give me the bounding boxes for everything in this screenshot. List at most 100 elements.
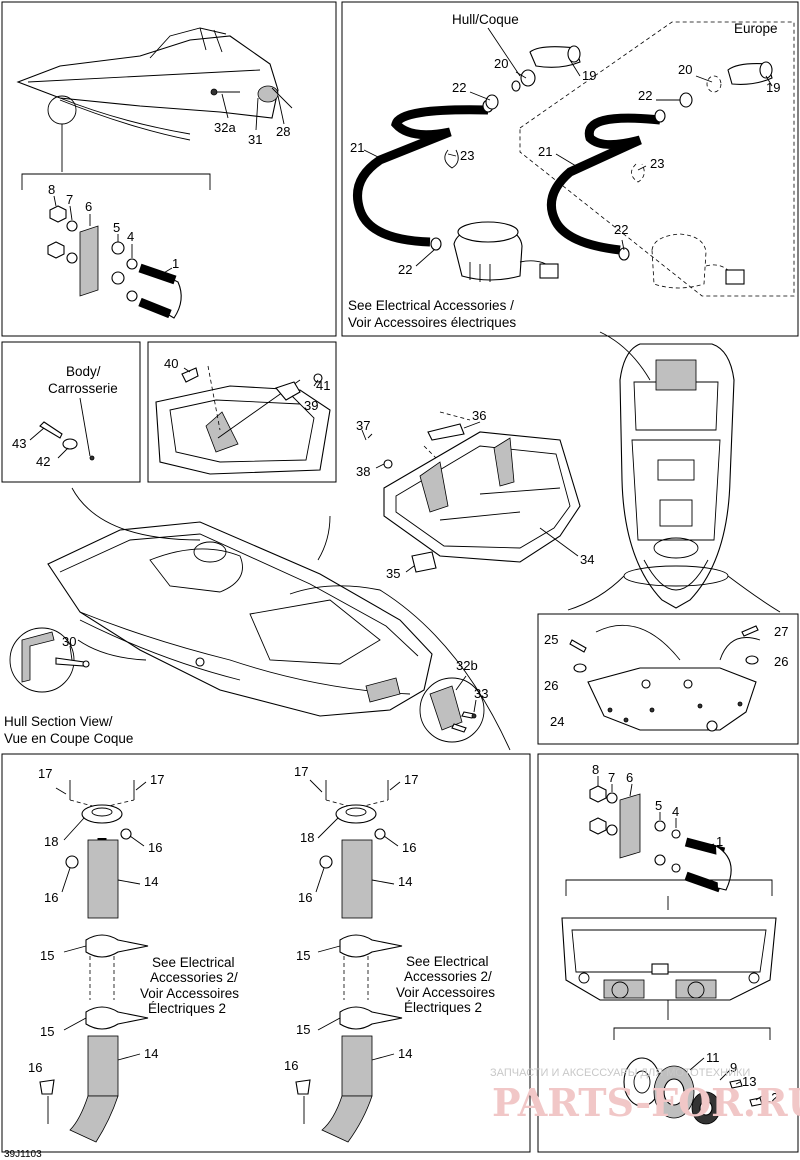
seat-base-assembly	[361, 411, 581, 573]
callout-43: 43	[12, 436, 26, 451]
callout-19-europe: 19	[766, 80, 780, 95]
callout-25: 25	[544, 632, 558, 647]
callout-31: 31	[248, 132, 262, 147]
callout-22-europe-bottom: 22	[614, 222, 628, 237]
boat-perspective-view	[47, 487, 511, 751]
see-elec2-right-3: Voir Accessoires	[396, 985, 495, 1000]
callout-17-left-b: 17	[150, 772, 164, 787]
ventilation-assembly-right	[295, 780, 403, 1143]
rear-cap-detail	[419, 675, 485, 743]
hull-section-label-2: Vue en Coupe Coque	[4, 731, 133, 746]
callout-17-right-a: 17	[294, 764, 308, 779]
panel-bilge-pump	[341, 1, 799, 337]
drain-plug-parts	[623, 1057, 763, 1125]
callout-33: 33	[474, 686, 488, 701]
callout-28: 28	[276, 124, 290, 139]
callout-16-right-c: 16	[284, 1058, 298, 1073]
bilge-pump-europe	[519, 21, 795, 297]
see-elec2-right-1: See Electrical	[406, 954, 489, 969]
callout-23-europe: 23	[650, 156, 664, 171]
bilge-pump-standard	[353, 45, 581, 282]
callout-18-right: 18	[300, 830, 314, 845]
callouts-panel-1	[53, 93, 285, 275]
see-elec2-left-3: Voir Accessoires	[140, 986, 239, 1001]
boat-top-view	[567, 331, 781, 613]
callout-40: 40	[164, 356, 178, 371]
diagram-code: 39J1103	[4, 1149, 42, 1160]
callouts-ventilation-left	[55, 781, 147, 1061]
seat-bracket-parts	[155, 365, 331, 475]
bow-cover-parts	[569, 624, 761, 732]
callouts-rear	[597, 776, 763, 1101]
callout-6-rear: 6	[626, 770, 633, 785]
callout-22-bottom: 22	[398, 262, 412, 277]
callout-8-rear: 8	[592, 762, 599, 777]
callout-11: 11	[706, 1050, 720, 1065]
panel-rear-tow-eye	[537, 753, 799, 1153]
callout-15-right-b: 15	[296, 1022, 310, 1037]
callout-13: 13	[742, 1074, 756, 1089]
callout-16-left-a: 16	[148, 840, 162, 855]
callout-14-left-b: 14	[144, 1046, 158, 1061]
callout-42: 42	[36, 454, 50, 469]
boat-stern-view	[561, 917, 777, 1040]
callout-36: 36	[472, 408, 486, 423]
see-elec2-left-1: See Electrical	[152, 955, 235, 970]
callouts-middle	[367, 421, 579, 573]
see-elec2-right-4: Électriques 2	[404, 1000, 482, 1015]
callout-24: 24	[550, 714, 564, 729]
callout-32b: 32b	[456, 658, 478, 673]
boat-side-view	[16, 27, 293, 190]
watermark-logo: PARTS-FOR.RU	[492, 1080, 800, 1125]
callout-9: 9	[730, 1060, 737, 1075]
watermark-caption: ЗАПЧАСТИ И АКСЕССУАРЫ ДЛЯ МОТОТЕХНИКИ	[490, 1067, 750, 1079]
callout-16-right-b: 16	[298, 890, 312, 905]
callout-14-right-b: 14	[398, 1046, 412, 1061]
callout-38: 38	[356, 464, 370, 479]
callout-4: 4	[127, 229, 134, 244]
callout-27: 27	[774, 624, 788, 639]
callout-22-top: 22	[452, 80, 466, 95]
hull-section-label-1: Hull Section View/	[4, 714, 113, 729]
panel-seat-bracket	[147, 341, 337, 483]
callout-34: 34	[580, 552, 594, 567]
hull-coque-label: Hull/Coque	[452, 12, 519, 27]
callout-12: 12	[764, 1090, 778, 1105]
body-label-1: Body/	[66, 364, 101, 379]
see-electrical-note-2: Voir Accessoires électriques	[348, 315, 516, 330]
callout-14-right-a: 14	[398, 874, 412, 889]
panel-tow-eye	[1, 1, 337, 337]
callout-5: 5	[113, 220, 120, 235]
callout-32a: 32a	[214, 120, 236, 135]
see-elec2-left-2: Accessories 2/	[150, 970, 238, 985]
callout-14-left-a: 14	[144, 874, 158, 889]
tow-eye-assembly-1	[47, 205, 182, 319]
callout-15-right-a: 15	[296, 948, 310, 963]
panel-body-fastener	[1, 341, 141, 483]
callout-41: 41	[316, 378, 330, 393]
ventilation-assembly-left	[39, 780, 149, 1143]
callout-19: 19	[582, 68, 596, 83]
see-electrical-note-1: See Electrical Accessories /	[348, 298, 514, 313]
callout-15-left-b: 15	[40, 1024, 54, 1039]
callouts-ventilation-right	[309, 779, 401, 1061]
callout-37: 37	[356, 418, 370, 433]
callouts-panel-4	[183, 367, 319, 405]
hull-section-view	[9, 627, 90, 693]
callout-20: 20	[494, 56, 508, 71]
callout-16-left-c: 16	[28, 1060, 42, 1075]
callout-17-right-b: 17	[404, 772, 418, 787]
callout-15-left-a: 15	[40, 948, 54, 963]
callout-8: 8	[48, 182, 55, 197]
callout-21-europe: 21	[538, 144, 552, 159]
callout-35: 35	[386, 566, 400, 581]
panel-bow-cover	[537, 613, 799, 745]
callout-21: 21	[350, 140, 364, 155]
callouts-panel-2	[363, 27, 773, 267]
callout-30: 30	[62, 634, 76, 649]
callout-16-left-b: 16	[44, 890, 58, 905]
callout-23: 23	[460, 148, 474, 163]
europe-label: Europe	[734, 21, 778, 36]
